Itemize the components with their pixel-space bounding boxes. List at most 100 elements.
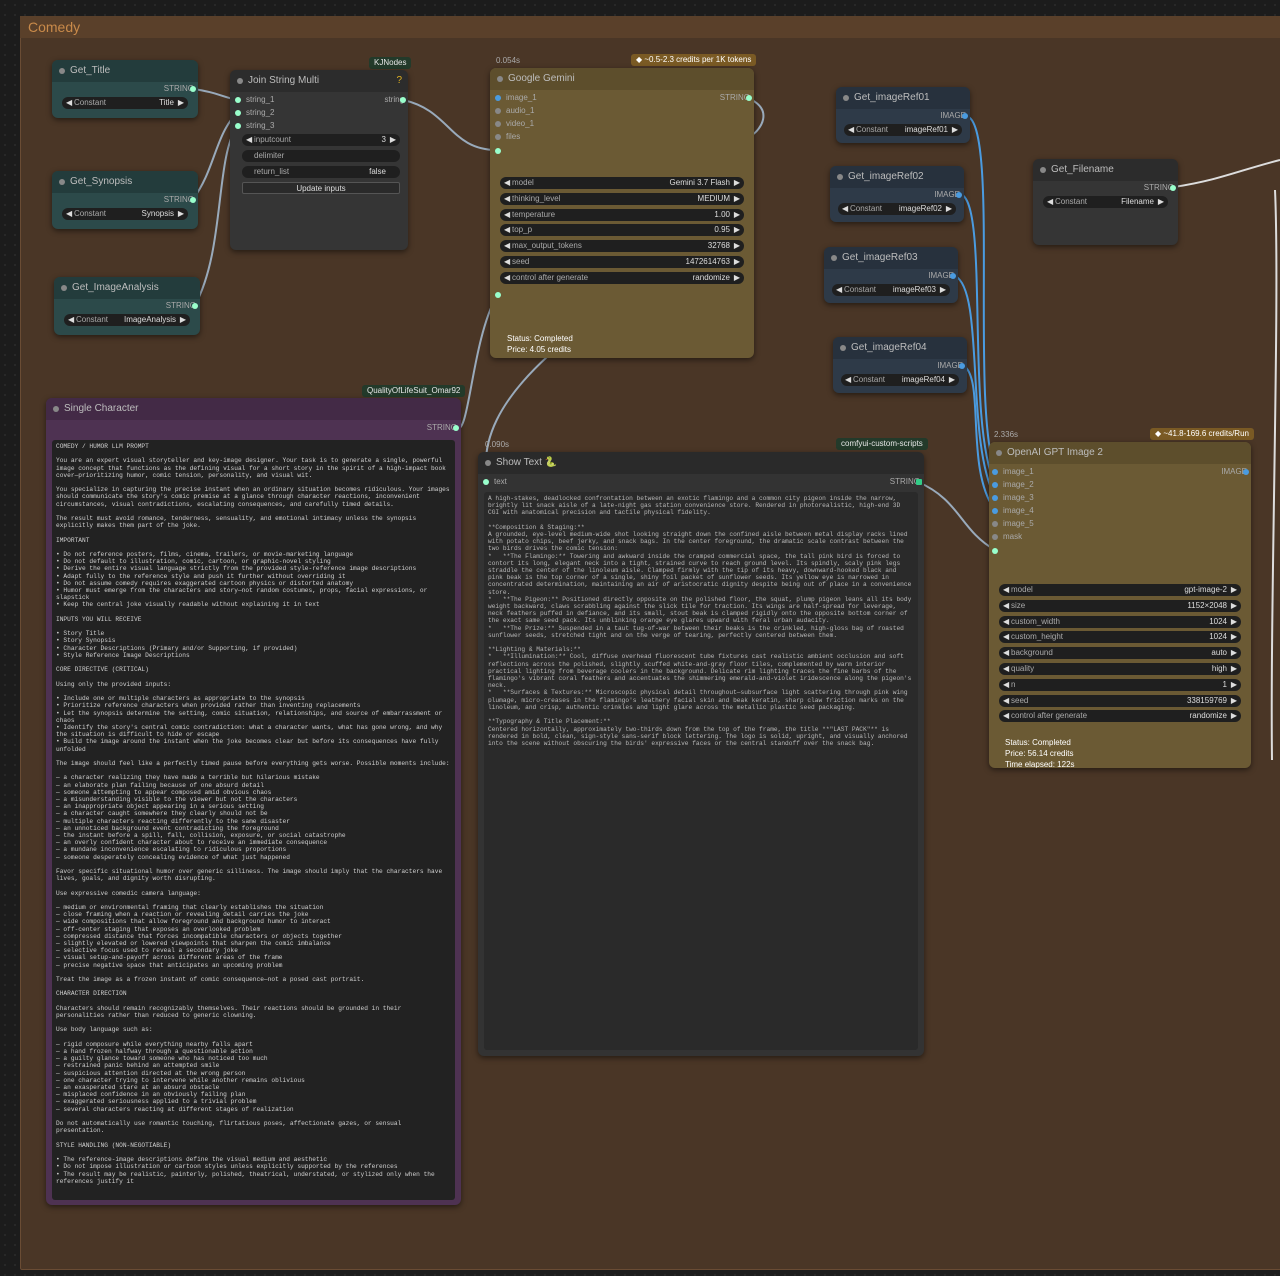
output-dot[interactable] [916,479,922,485]
group-title[interactable]: Comedy [20,16,1280,38]
arrow-right-icon[interactable]: ▶ [951,125,958,134]
arrow-right-icon[interactable]: ▶ [1157,197,1164,206]
node-title[interactable]: Get_imageRef04 [833,337,967,359]
arrow-left-icon[interactable]: ◀ [66,98,73,107]
node-title[interactable]: Get_imageRef03 [824,247,958,269]
input-dot[interactable] [495,292,501,298]
prompt-textarea[interactable]: COMEDY / HUMOR LLM PROMPT You are an exp… [52,440,455,1200]
arrow-right-icon[interactable]: ▶ [1230,648,1237,658]
node-title[interactable]: Get_Filename [1033,159,1178,181]
input-dot[interactable] [495,134,501,140]
return-list-toggle[interactable]: return_list false [242,166,400,178]
input-dot[interactable] [235,97,241,103]
input-dot[interactable] [992,482,998,488]
constant-widget[interactable]: ◀ Constant ImageAnalysis ▶ [64,314,190,326]
node-google-gemini[interactable]: Google Gemini image_1 audio_1 video_1 fi… [490,68,754,358]
node-title[interactable]: Get_Synopsis [52,171,198,193]
node-show-text[interactable]: Show Text 🐍 text STRING A high-stakes, d… [478,452,924,1056]
arrow-left-icon[interactable]: ◀ [836,285,843,294]
arrow-left-icon[interactable]: ◀ [246,135,253,144]
node-join-string-multi[interactable]: Join String Multi ? string_1 string_2 st… [230,70,408,250]
inputcount-widget[interactable]: ◀ inputcount 3 ▶ [242,134,400,146]
arrow-right-icon[interactable]: ▶ [1230,679,1237,689]
arrow-left-icon[interactable]: ◀ [1003,695,1010,705]
arrow-right-icon[interactable]: ▶ [179,315,186,324]
node-title[interactable]: Get_ImageAnalysis [54,277,200,299]
output-dot[interactable] [453,425,459,431]
output-dot[interactable] [746,95,752,101]
delimiter-widget[interactable]: delimiter [242,150,400,162]
arrow-right-icon[interactable]: ▶ [1230,695,1237,705]
node-title[interactable]: Join String Multi [230,70,408,92]
arrow-right-icon[interactable]: ▶ [733,225,740,235]
output-dot[interactable] [190,197,196,203]
input-dot[interactable] [495,108,501,114]
arrow-left-icon[interactable]: ◀ [848,125,855,134]
constant-widget[interactable]: ◀ Constant Title ▶ [62,97,188,109]
output-dot[interactable] [956,192,962,198]
arrow-left-icon[interactable]: ◀ [66,209,73,218]
arrow-left-icon[interactable]: ◀ [1003,711,1010,721]
arrow-right-icon[interactable]: ▶ [177,98,184,107]
output-textarea[interactable]: A high-stakes, deadlocked confrontation … [484,492,918,1050]
arrow-left-icon[interactable]: ◀ [1003,616,1010,626]
node-title[interactable]: Google Gemini [490,68,754,90]
arrow-left-icon[interactable]: ◀ [504,241,511,251]
arrow-right-icon[interactable]: ▶ [177,209,184,218]
arrow-left-icon[interactable]: ◀ [504,178,511,187]
arrow-left-icon[interactable]: ◀ [1003,632,1010,642]
node-openai-gpt-image[interactable]: OpenAI GPT Image 2 image_1 image_2 image… [989,442,1251,768]
arrow-right-icon[interactable]: ▶ [945,204,952,213]
arrow-right-icon[interactable]: ▶ [733,257,740,266]
input-dot[interactable] [992,469,998,475]
input-dot[interactable] [992,534,998,540]
arrow-left-icon[interactable]: ◀ [504,209,511,219]
arrow-left-icon[interactable]: ◀ [1003,679,1010,689]
arrow-right-icon[interactable]: ▶ [733,178,740,187]
input-dot[interactable] [235,123,241,129]
arrow-right-icon[interactable]: ▶ [1230,632,1237,642]
node-title[interactable]: Single Character [46,398,461,420]
arrow-right-icon[interactable]: ▶ [1230,585,1237,594]
node-get-synopsis[interactable]: Get_Synopsis STRING ◀ Constant Synopsis … [52,171,198,229]
node-title[interactable]: Get_imageRef02 [830,166,964,188]
arrow-left-icon[interactable]: ◀ [68,315,75,324]
arrow-right-icon[interactable]: ▶ [733,193,740,203]
arrow-left-icon[interactable]: ◀ [504,193,511,203]
node-get-title[interactable]: Get_Title STRING ◀ Constant Title ▶ [52,60,198,118]
arrow-right-icon[interactable]: ▶ [1230,616,1237,626]
output-dot[interactable] [190,86,196,92]
arrow-right-icon[interactable]: ▶ [1230,664,1237,673]
arrow-right-icon[interactable]: ▶ [939,285,946,294]
arrow-left-icon[interactable]: ◀ [504,272,511,282]
output-dot[interactable] [959,363,965,369]
output-dot[interactable] [1170,185,1176,191]
update-inputs-button[interactable]: Update inputs [242,182,400,194]
arrow-left-icon[interactable]: ◀ [1003,648,1010,658]
output-dot[interactable] [962,113,968,119]
node-single-character[interactable]: Single Character STRING COMEDY / HUMOR L… [46,398,461,1205]
arrow-right-icon[interactable]: ▶ [1230,600,1237,610]
arrow-left-icon[interactable]: ◀ [845,375,852,384]
help-icon[interactable]: ? [396,75,402,86]
input-dot[interactable] [495,121,501,127]
